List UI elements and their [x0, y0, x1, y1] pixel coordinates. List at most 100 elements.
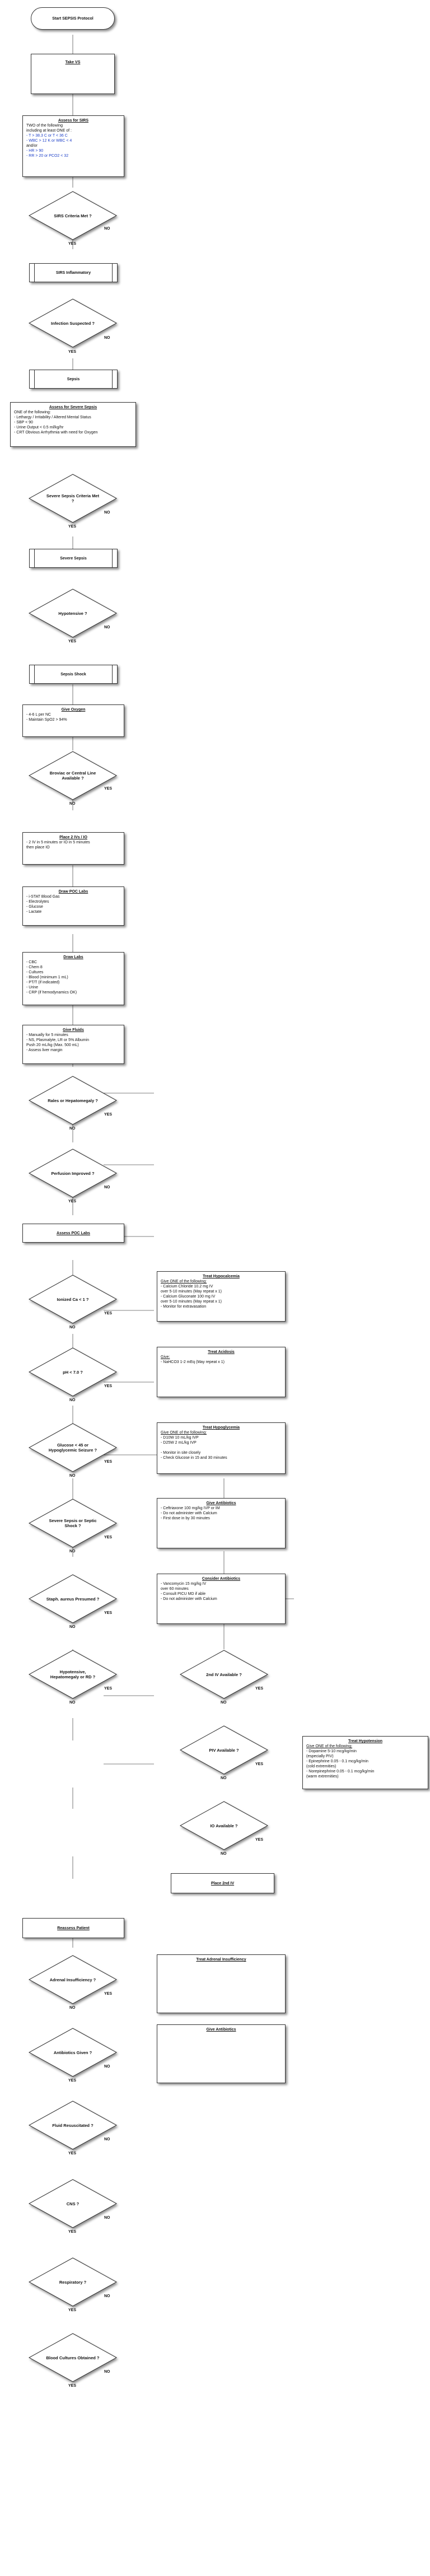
sirs-assessment-line: - HR > 90	[26, 149, 44, 153]
give-oxygen-line: - 4-6 L per NC	[26, 713, 52, 717]
treat-hypotension-line: - Dopamine 5-10 mcg/kg/min	[306, 1749, 357, 1753]
draw-labs-line: - Chem 8	[26, 965, 43, 969]
decision-label: IO Available ?	[210, 1823, 238, 1828]
process-severe-sepsis: Severe Sepsis	[29, 549, 118, 568]
treat-hypoglycemia-title: Treat Hypoglycemia	[202, 1426, 240, 1430]
treat-acidosis-title: Treat Acidosis	[208, 1350, 235, 1354]
treat-hypoglycemia-line: - D25W 2 mL/kg IVP	[161, 1441, 197, 1445]
decision-label: Adrenal Insufficiency ?	[49, 1977, 96, 1982]
decision-label: Hypotensive ?	[58, 610, 87, 616]
severe-assessment-line: - Urine Output < 0.5 ml/kg/hr	[14, 426, 64, 430]
severe-sepsis-assessment-box: Assess for Severe Sepsis ONE of the foll…	[10, 402, 136, 447]
diamond-shape	[28, 2179, 118, 2228]
yes-label: YES	[104, 787, 113, 791]
sirs-assessment-line: TWO of the following	[26, 124, 63, 128]
yes-label: YES	[68, 242, 77, 246]
draw-labs-line: - CBC	[26, 960, 38, 964]
no-label: NO	[69, 1398, 76, 1402]
decision-label: Broviac or Central Line Available ?	[49, 771, 96, 781]
diamond-shape	[28, 1275, 118, 1324]
severe-assessment-line: ONE of the following:	[14, 410, 51, 414]
reassess-label: Reassess Patient	[57, 1926, 90, 1930]
diamond-shape	[179, 1801, 269, 1850]
draw-poc-title: Draw POC Labs	[58, 890, 88, 894]
diamond-shape	[28, 589, 118, 638]
decision-label: Blood Cultures Obtained ?	[46, 2355, 100, 2360]
severe-assessment-title: Assess for Severe Sepsis	[49, 405, 97, 409]
yes-label: YES	[104, 1687, 113, 1691]
no-label: NO	[104, 626, 110, 629]
decision-ph: pH < 7.0 ?	[28, 1347, 118, 1397]
take-vs-label: Take VS	[65, 60, 81, 64]
diamond-shape	[179, 1725, 269, 1775]
decision-severe-shock: Severe Sepsis or Septic Shock ?	[28, 1498, 118, 1548]
process-label: Severe Sepsis	[60, 556, 87, 561]
draw-labs-box: Draw Labs - CBC - Chem 8 - Cultures - Bl…	[22, 952, 124, 1005]
decision-respiratory: Respiratory ?	[28, 2257, 118, 2307]
draw-poc-line: - i-STAT Blood Gas	[26, 895, 60, 899]
give-antibiotics-2-title: Give Antibiotics	[206, 2028, 236, 2032]
start-label: Start SEPSIS Protocol	[52, 16, 94, 21]
treat-hypoglycemia-line: - Check Glucose in 15 and 30 minutes	[161, 1456, 227, 1460]
no-label: NO	[221, 1776, 227, 1780]
yes-label: YES	[68, 2152, 77, 2155]
treat-acidosis-line: Give:	[161, 1355, 170, 1359]
sirs-assessment-line: - T > 38.3 C or T < 36 C	[26, 134, 68, 138]
diamond-shape	[28, 191, 118, 240]
decision-label: Respiratory ?	[59, 2279, 87, 2285]
diamond-shape	[28, 751, 118, 800]
decision-label: Perfusion Improved ?	[51, 1170, 95, 1176]
diamond-shape	[28, 1499, 118, 1548]
decision-severe-sepsis-met: Severe Sepsis Criteria Met ?	[28, 473, 118, 524]
severe-assessment-line: - SBP < 90	[14, 421, 33, 424]
draw-labs-title: Draw Labs	[63, 955, 83, 959]
no-label: NO	[104, 511, 110, 515]
no-label: NO	[69, 1701, 76, 1705]
give-fluids-title: Give Fluids	[63, 1028, 84, 1032]
no-label: NO	[69, 2006, 76, 2010]
decision-staph: Staph. aureus Presumed ?	[28, 1574, 118, 1624]
decision-cns: CNS ?	[28, 2178, 118, 2229]
diamond-shape	[28, 2028, 118, 2077]
yes-label: YES	[68, 525, 77, 529]
yes-label: YES	[68, 1200, 77, 1203]
diamond-shape	[28, 2257, 118, 2307]
treat-hypoglycemia-line	[161, 1445, 282, 1450]
decision-rales: Rales or Hepatomegaly ?	[28, 1075, 118, 1126]
treat-hypotension-box: Treat Hypotension Give ONE of the follow…	[302, 1736, 428, 1789]
draw-poc-line: - Lactate	[26, 910, 42, 914]
treat-hypotension-line: (especially PIV)	[306, 1754, 334, 1758]
assess-poc-label: Assess POC Labs	[57, 1231, 90, 1235]
give-fluids-line: - Assess liver margin	[26, 1048, 63, 1052]
assess-poc-labs-box: Assess POC Labs	[22, 1224, 124, 1243]
treat-hypotension-line: - Norepinephrine 0.05 - 0.1 mcg/kg/min	[306, 1770, 375, 1774]
decision-fluid-resuscitated: Fluid Resuscitated ?	[28, 2100, 118, 2150]
decision-glucose: Glucose < 45 or Hypoglycemic Seizure ?	[28, 1422, 118, 1473]
treat-adrenal-title: Treat Adrenal Insufficiency	[196, 1958, 246, 1962]
yes-label: YES	[104, 1113, 113, 1117]
treat-hypocalcemia-title: Treat Hypocalcemia	[203, 1275, 240, 1278]
consider-antibiotics-box: Consider Antibiotics - Vancomycin 15 mg/…	[157, 1574, 286, 1624]
no-label: NO	[221, 1701, 227, 1705]
treat-hypocalcemia-line: Give ONE of the following:	[161, 1280, 207, 1284]
no-label: NO	[69, 1326, 76, 1329]
decision-hypotensive-hepatomegaly: Hypotensive, Hepatomegaly or RD ?	[28, 1649, 118, 1700]
give-antibiotics-line: - First dose in by 30 minutes	[161, 1516, 210, 1520]
yes-label: YES	[68, 2230, 77, 2234]
diamond-shape	[28, 1347, 118, 1397]
draw-labs-line: - Urine	[26, 986, 39, 990]
no-label: NO	[104, 1186, 110, 1189]
consider-antibiotics-line: - Do not administer with Calcium	[161, 1597, 217, 1601]
yes-label: YES	[104, 1312, 113, 1315]
no-label: NO	[69, 1474, 76, 1478]
treat-hypotension-title: Treat Hypotension	[348, 1739, 383, 1743]
give-antibiotics-2-box: Give Antibiotics	[157, 2024, 286, 2083]
diamond-shape	[28, 1955, 118, 2004]
treat-hypotension-line: - Epinephrine 0.05 - 0.1 mcg/kg/min	[306, 1760, 368, 1763]
process-sirs-inflammatory: SIRS Inflammatory	[29, 263, 118, 282]
sirs-assessment-line: including at least ONE of :	[26, 129, 72, 133]
decision-antibiotics-given: Antibiotics Given ?	[28, 2027, 118, 2078]
sirs-assessment-line: and/or	[26, 144, 38, 148]
consider-antibiotics-line: over 60 minutes	[161, 1587, 189, 1591]
draw-labs-line: - Cultures	[26, 970, 44, 974]
